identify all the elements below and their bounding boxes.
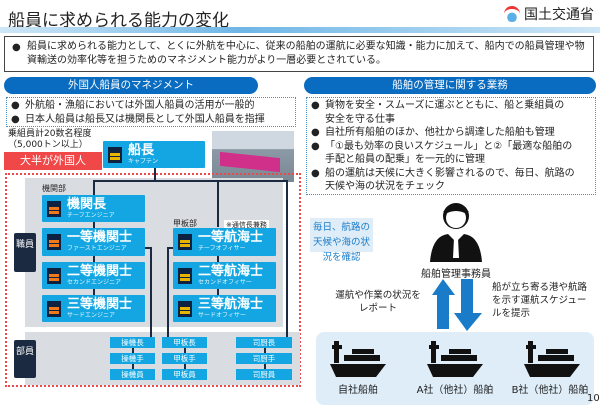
bullet: 日本人船員は船長又は機関長として外国人船員を指揮 <box>11 113 291 127</box>
bullet: 外航船・漁船においては外国人船員の活用が一般的 <box>11 99 291 113</box>
rank-sub: チーフオフィサー <box>198 245 246 252</box>
rank-second-officer: 二等航海士セカンドオフィサー <box>173 262 276 289</box>
org-line <box>154 168 156 181</box>
ship-label: B社（他社）船舶 <box>511 385 589 396</box>
bullet-continued: 安全を守る仕事 <box>325 113 395 125</box>
rating-box: 甲板員 <box>162 369 207 380</box>
title-bar <box>0 27 600 33</box>
notice-text: 船員に求められる能力として、とくに外航を中心に、従来の船舶の運航に必要な知識・能… <box>27 41 585 66</box>
rating-box: 司厨員 <box>236 369 292 380</box>
crew-note: 乗組員計20数名程度（5,000トン以上） <box>8 129 91 151</box>
ship-own: 自社船舶 <box>328 337 388 396</box>
cargo-ship-icon <box>524 341 580 377</box>
rank-title: 三等航海士 <box>198 296 264 312</box>
office-worker-icon <box>430 203 482 262</box>
org-line <box>286 180 288 337</box>
foreign-label: 大半が外国人 <box>4 152 102 170</box>
insignia-icon <box>178 267 192 284</box>
rank-chief-engineer: 機関長チーフエンジニア <box>42 195 145 222</box>
rank-sub: セカンドオフィサー <box>198 278 252 286</box>
crew-tonnage: （5,000トン以上） <box>8 140 88 150</box>
org-line <box>93 180 95 195</box>
org-line <box>167 247 173 249</box>
rank-sub: チーフエンジニア <box>67 211 115 219</box>
deck-dept-label: 甲板部 <box>173 219 197 228</box>
rank-title: 一等機関士 <box>67 230 133 245</box>
rank-title: 船長 <box>128 142 155 158</box>
rating-box: 甲板手 <box>162 353 207 364</box>
ship-label: 自社船舶 <box>338 385 378 396</box>
right-bullets: 貨物を安全・スムーズに運ぶとともに、船と乗組員の 安全を守る仕事 自社所有船舶の… <box>306 97 596 195</box>
org-line <box>150 247 152 337</box>
cargo-ship-icon <box>330 341 386 377</box>
right-header: 船舶の管理に関する業務 <box>304 77 596 94</box>
insignia-icon <box>47 234 61 250</box>
left-header: 外国人船員のマネジメント <box>4 77 258 94</box>
schedule-down-arrow-icon <box>454 279 482 331</box>
engine-dept-label: 機関部 <box>42 184 66 193</box>
foreign-crew-area <box>5 173 301 387</box>
rank-sub: キャプテン <box>128 157 159 165</box>
insignia-icon <box>178 300 192 317</box>
weather-note: 毎日、航路の天候や海の状況を確認 <box>310 218 373 263</box>
insignia-icon <box>47 300 61 317</box>
report-note: 運航や作業の状況をレポート <box>335 290 421 314</box>
cargo-ship-icon <box>427 341 483 377</box>
schedule-note: 船が立ち寄る港や航路を示す運航スケジュールを提示 <box>492 282 588 319</box>
manager-label: 船舶管理事務員 <box>421 269 491 280</box>
bullet-continued: 天候や海の状況をチェック <box>325 181 445 192</box>
bullet-continued: 手配と船員の配乗」を一元的に管理 <box>325 154 485 165</box>
page-title: 船員に求められる能力の変化 <box>8 11 229 31</box>
rank-sub: サードエンジニア <box>67 311 116 319</box>
ministry-logo: 国土交通省 <box>504 4 594 24</box>
rank-first-engineer: 一等機関士ファーストエンジニア <box>42 228 145 256</box>
rating-box: 甲板長 <box>162 337 207 348</box>
left-bullets: 外航船・漁船においては外国人船員の活用が一般的 日本人船員は船長又は機関長として… <box>6 97 296 127</box>
bullet: 船の運航は天候に大きく影響されるので、毎日、航路の <box>311 167 591 181</box>
rank-second-engineer: 二等機関士セカンドエンジニア <box>42 262 145 289</box>
radio-note: ※通信長兼務 <box>224 220 269 230</box>
officers-label: 職員 <box>14 233 36 272</box>
org-line <box>167 247 169 337</box>
ship-company-b: B社（他社）船舶 <box>510 337 590 396</box>
rating-box: 操機手 <box>110 353 155 364</box>
report-up-arrow-icon <box>432 279 482 331</box>
notice-box: ●船員に求められる能力として、とくに外航を中心に、従来の船舶の運航に必要な知識・… <box>4 36 594 72</box>
logo-text: 国土交通省 <box>524 7 594 23</box>
rank-title: 一等航海士 <box>198 230 264 245</box>
rank-title: 機関長 <box>67 196 107 212</box>
ratings-label: 部員 <box>14 340 36 378</box>
rank-title: 三等機関士 <box>67 296 133 312</box>
rank-chief-officer: 一等航海士チーフオフィサー <box>173 228 276 256</box>
crew-count: 乗組員計20数名程度 <box>8 129 92 139</box>
insignia-icon <box>47 267 61 284</box>
org-line <box>93 222 95 295</box>
rating-box: 操機長 <box>110 337 155 348</box>
rank-sub: ファーストエンジニア <box>67 245 127 252</box>
rank-third-engineer: 三等機関士サードエンジニア <box>42 295 145 322</box>
bullet: 自社所有船舶のほか、他社から調達した船舶も管理 <box>311 126 591 140</box>
insignia-icon <box>47 200 61 217</box>
ship-company-a: A社（他社）船舶 <box>415 337 495 396</box>
org-line <box>217 180 219 227</box>
bullet: 「①最も効率の良いスケジュール」と②「最適な船舶の <box>311 140 591 154</box>
captain-insignia-icon <box>108 146 122 163</box>
ship-label: A社（他社）船舶 <box>416 385 494 396</box>
insignia-icon <box>178 234 192 250</box>
org-line <box>93 180 287 182</box>
bullet: 貨物を安全・スムーズに運ぶとともに、船と乗組員の <box>311 99 591 113</box>
rank-sub: サードオフィサー <box>198 311 246 319</box>
rank-sub: セカンドエンジニア <box>67 278 122 286</box>
rank-captain: 船長キャプテン <box>103 141 205 168</box>
page-number: 10 <box>587 393 600 404</box>
rank-third-officer: 三等航海士サードオフィサー <box>173 295 276 322</box>
rating-box: 操機員 <box>110 369 155 380</box>
rating-box: 司厨長 <box>236 337 292 348</box>
rank-title: 二等航海士 <box>198 263 264 279</box>
logo-icon <box>504 6 520 22</box>
rank-title: 二等機関士 <box>67 263 133 279</box>
rating-box: 司厨手 <box>236 353 292 364</box>
org-line <box>145 247 151 249</box>
